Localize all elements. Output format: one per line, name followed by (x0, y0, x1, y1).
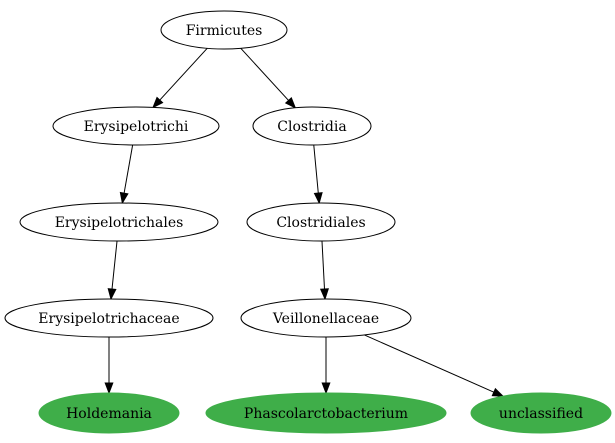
node-clostridiales: Clostridiales (246, 202, 396, 242)
edge-line (364, 334, 495, 393)
edge-clostridia-to-clostridiales (313, 144, 323, 205)
edge-erysipelotrichaceae-to-holdemania (104, 337, 114, 395)
node-label: Holdemania (66, 406, 152, 422)
edge-line (313, 144, 319, 194)
node-ellipse (160, 10, 288, 50)
node-label: unclassified (499, 406, 583, 422)
edge-arrowhead (104, 382, 114, 395)
node-holdemania: Holdemania (38, 392, 180, 434)
node-label: Firmicutes (186, 23, 263, 39)
edge-arrowhead (119, 191, 129, 205)
edge-line (123, 144, 134, 194)
node-erysipelotrichi: Erysipelotrichi (52, 106, 220, 146)
edge-arrowhead (284, 96, 297, 109)
edge-veillonellaceae-to-phascolarctobacterium (321, 337, 331, 395)
edge-line (321, 240, 325, 290)
edge-line (111, 240, 118, 290)
edge-arrowhead (321, 382, 331, 395)
node-unclassified: unclassified (470, 392, 612, 434)
edge-veillonellaceae-to-unclassified (364, 334, 505, 397)
node-label: Veillonellaceae (272, 311, 379, 327)
edge-arrowhead (491, 387, 505, 397)
node-ellipse (4, 298, 214, 338)
leaf-node-ellipse (470, 392, 612, 434)
edge-clostridiales-to-veillonellaceae (319, 240, 329, 301)
node-clostridia: Clostridia (252, 106, 372, 146)
edge-firmicutes-to-erysipelotrichi (152, 47, 208, 109)
edge-firmicutes-to-clostridia (240, 47, 297, 109)
node-label: Clostridia (277, 119, 346, 135)
node-label: Erysipelotrichales (55, 215, 184, 231)
node-label: Erysipelotrichaceae (38, 311, 179, 327)
node-ellipse (252, 106, 372, 146)
node-firmicutes: Firmicutes (160, 10, 288, 50)
edge-erysipelotrichales-to-erysipelotrichaceae (107, 240, 118, 301)
node-ellipse (240, 298, 412, 338)
edge-line (240, 47, 289, 101)
node-label: Clostridiales (276, 215, 365, 231)
node-ellipse (246, 202, 396, 242)
node-phascolarctobacterium: Phascolarctobacterium (205, 392, 447, 434)
edge-arrowhead (319, 288, 329, 301)
node-label: Phascolarctobacterium (244, 406, 408, 422)
node-label: Erysipelotrichi (84, 119, 189, 135)
leaf-node-ellipse (38, 392, 180, 434)
node-ellipse (52, 106, 220, 146)
edges-group (104, 47, 505, 397)
edge-line (159, 47, 208, 101)
edge-erysipelotrichi-to-erysipelotrichales (119, 144, 134, 205)
edge-arrowhead (107, 288, 117, 301)
leaf-node-ellipse (205, 392, 447, 434)
edge-arrowhead (313, 192, 323, 205)
node-erysipelotrichaceae: Erysipelotrichaceae (4, 298, 214, 338)
node-veillonellaceae: Veillonellaceae (240, 298, 412, 338)
node-ellipse (19, 202, 219, 242)
node-erysipelotrichales: Erysipelotrichales (19, 202, 219, 242)
edge-arrowhead (152, 96, 164, 109)
